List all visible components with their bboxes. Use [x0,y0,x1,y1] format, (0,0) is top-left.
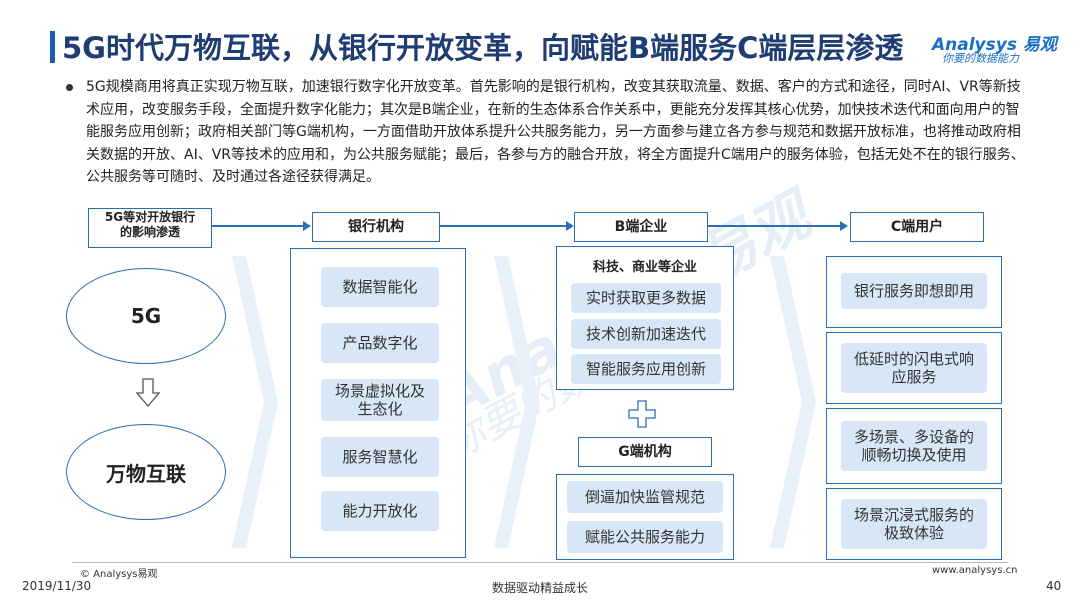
flow-start-line1: 5G等对开放银行 [104,210,196,224]
chevron-arrow-icon-1 [232,256,278,548]
g-item: 赋能公共服务能力 [567,521,723,553]
logo-tagline: 你要的数据能力 [942,52,1019,65]
down-arrow-icon [136,378,160,408]
b-item: 技术创新加速迭代 [571,319,721,349]
footer-copyright: © Analysys易观 [80,569,158,580]
c-user-card: 低延时的闪电式响应服务 [826,332,1002,404]
footer-website: www.analysys.cn [932,565,1018,576]
bank-panel: 数据智能化 产品数字化 场景虚拟化及生态化 服务智慧化 能力开放化 [290,248,466,558]
footer-date: 2019/11/30 [22,579,92,593]
page-title: 5G时代万物互联，从银行开放变革，向赋能B端服务C端层层渗透 [62,31,904,65]
header-bank: 银行机构 [312,212,440,242]
flow-arrow-line-2 [439,225,566,227]
g-institution-panel: 倒逼加快监管规范 赋能公共服务能力 [556,474,734,560]
c-item: 银行服务即想即用 [841,273,987,309]
b-enterprise-panel: 科技、商业等企业 实时获取更多数据 技术创新加速迭代 智能服务应用创新 [556,246,734,390]
b-item: 智能服务应用创新 [571,354,721,384]
ellipse-iot: 万物互联 [66,424,226,520]
bank-item: 数据智能化 [321,267,439,307]
brand-logo: Analysys 易观 你要的数据能力 [932,30,1057,65]
c-user-card: 场景沉浸式服务的极致体验 [826,488,1002,560]
b-subtitle: 科技、商业等企业 [592,260,697,275]
label-iot: 万物互联 [106,461,186,486]
bank-item: 场景虚拟化及生态化 [321,379,439,421]
flow-arrow-head-3 [840,221,848,231]
c-user-card: 多场景、多设备的顺畅切换及使用 [826,408,1002,484]
g-item: 倒逼加快监管规范 [567,481,723,513]
c-item: 场景沉浸式服务的极致体验 [841,499,987,549]
bank-item: 能力开放化 [321,491,439,531]
footer-slogan: 数据驱动精益成长 [492,581,589,595]
flow-start-line2: 的影响渗透 [119,225,180,239]
bank-item: 产品数字化 [321,323,439,363]
bullet-icon [66,84,73,91]
title-accent-bar [50,31,55,63]
c-item: 低延时的闪电式响应服务 [841,343,987,393]
footer-divider [72,562,1008,563]
c-user-card: 银行服务即想即用 [826,256,1002,328]
b-item: 实时获取更多数据 [571,283,721,313]
chevron-arrow-icon-2 [494,256,540,548]
header-g-institution: G端机构 [578,437,712,467]
flow-arrow-head-1 [303,221,311,231]
c-item: 多场景、多设备的顺畅切换及使用 [841,421,987,471]
plus-icon [628,400,656,428]
logo-main-text: Analysys 易观 [932,35,1057,55]
label-5g: 5G [130,304,162,328]
intro-paragraph: 5G规模商用将真正实现万物互联，加速银行数字化开放变革。首先影响的是银行机构，改… [86,79,1025,185]
footer-page-number: 40 [1046,579,1062,593]
bank-item: 服务智慧化 [321,437,439,477]
header-c-user: C端用户 [850,212,984,242]
header-b-enterprise: B端企业 [574,212,708,242]
flow-arrow-line-3 [707,225,840,227]
flow-start-box: 5G等对开放银行 的影响渗透 [88,208,212,248]
flow-arrow-head-2 [566,221,574,231]
flow-arrow-line-1 [211,225,303,227]
ellipse-5g: 5G [66,268,226,364]
chevron-arrow-icon-3 [770,256,816,548]
